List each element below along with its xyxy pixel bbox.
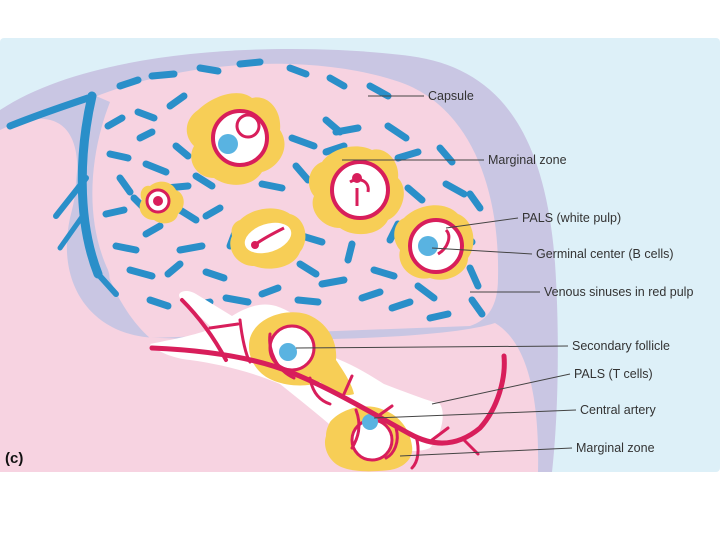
follicle-3 (230, 208, 306, 269)
label-germinal-center: Germinal center (B cells) (536, 247, 674, 261)
follicle-5 (394, 205, 474, 280)
spleen-diagram: Capsule Marginal zone PALS (white pulp) … (0, 38, 720, 472)
label-pals-t-cells: PALS (T cells) (574, 367, 653, 381)
trabecular-vein (6, 91, 119, 297)
follicle-1 (186, 93, 285, 185)
label-marginal-zone-bottom: Marginal zone (576, 441, 655, 455)
lower-lobe (0, 118, 539, 472)
label-pals-white-pulp: PALS (white pulp) (522, 211, 621, 225)
label-marginal-zone-top: Marginal zone (488, 153, 567, 167)
follicle-2 (139, 181, 184, 224)
label-capsule: Capsule (428, 89, 474, 103)
central-artery (149, 298, 507, 470)
follicle-4 (308, 146, 404, 235)
label-central-artery: Central artery (580, 403, 656, 417)
label-secondary-follicle: Secondary follicle (572, 339, 670, 353)
panel-label: (c) (5, 450, 23, 467)
leader-lines (295, 95, 577, 457)
label-venous-sinuses: Venous sinuses in red pulp (544, 285, 693, 299)
